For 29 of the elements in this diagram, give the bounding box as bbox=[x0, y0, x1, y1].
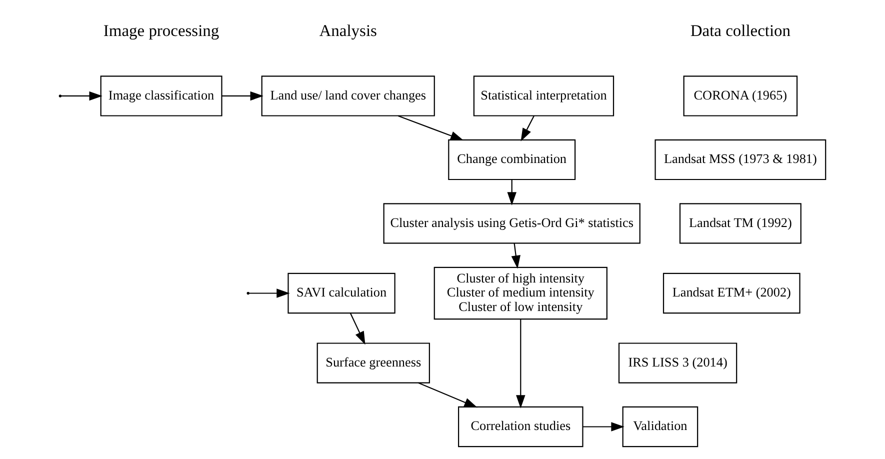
node-box: IRS LISS 3 (2014) bbox=[618, 342, 738, 384]
node-box: Cluster of high intensity Cluster of medium intensity Cluster of low intensity bbox=[434, 266, 608, 320]
label: Image processing bbox=[103, 21, 220, 40]
arrow bbox=[520, 116, 534, 142]
node-box: Change combination bbox=[448, 139, 576, 180]
arrow bbox=[222, 91, 264, 101]
node-box: Image classification bbox=[100, 76, 222, 116]
label: Data collection bbox=[690, 21, 791, 40]
arrow bbox=[516, 319, 526, 408]
arrow bbox=[350, 312, 366, 345]
label: Analysis bbox=[319, 21, 377, 40]
arrow bbox=[249, 288, 290, 298]
node-box: Statistical interpretation bbox=[473, 76, 614, 116]
arrow bbox=[418, 382, 478, 408]
arrow bbox=[511, 243, 520, 269]
node-box: Correlation studies bbox=[458, 406, 584, 448]
node-box: CORONA (1965) bbox=[683, 76, 798, 116]
node-box: Validation bbox=[622, 406, 698, 448]
arrow bbox=[398, 115, 464, 141]
node-box: Landsat MSS (1973 & 1981) bbox=[654, 139, 826, 180]
node-box: Landsat ETM+ (2002) bbox=[662, 272, 800, 314]
arrow bbox=[61, 91, 102, 101]
node-box: Landsat TM (1992) bbox=[679, 203, 802, 244]
arrow bbox=[507, 180, 516, 206]
node-box: Surface greenness bbox=[316, 342, 430, 384]
node-box: Cluster analysis using Getis-Ord Gi* statistics bbox=[383, 203, 640, 244]
node-box: SAVI calculation bbox=[288, 272, 396, 314]
node-box: Land use/ land cover changes bbox=[261, 76, 435, 116]
arrow bbox=[582, 422, 624, 432]
